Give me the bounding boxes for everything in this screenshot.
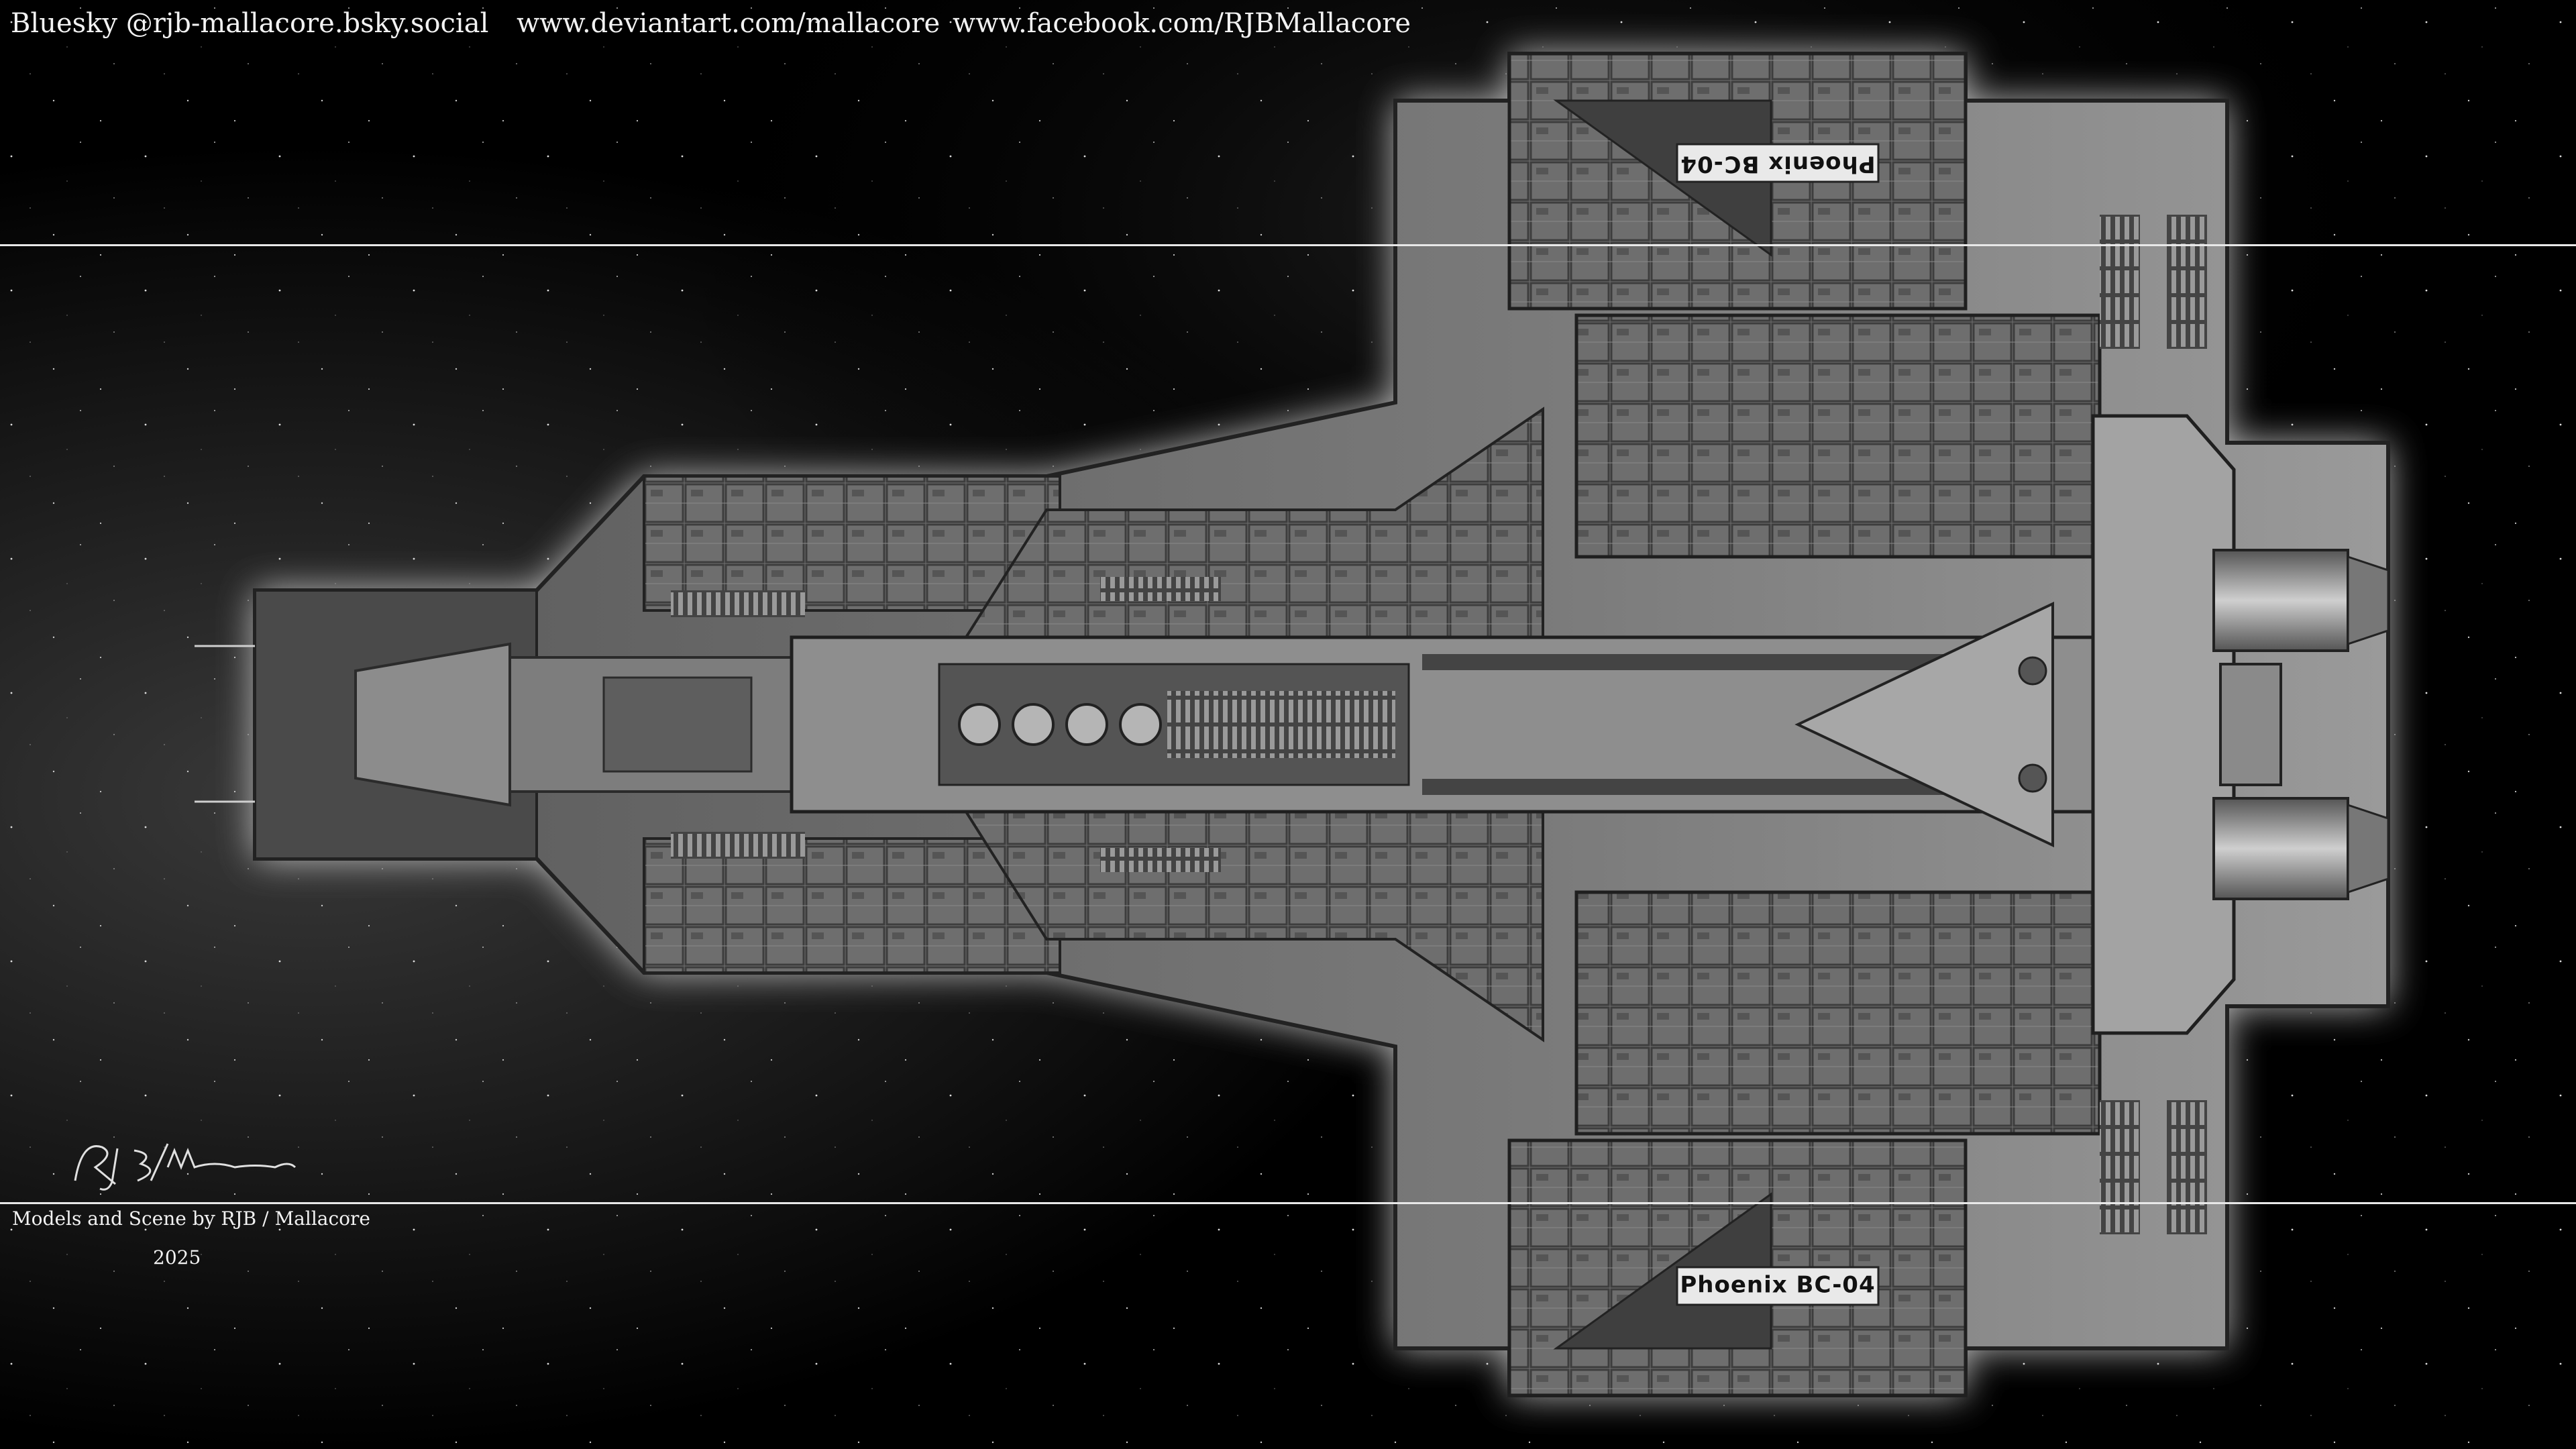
lower-ship-label: Phoenix BC-04 bbox=[1680, 1272, 1875, 1299]
forward-lower-flank bbox=[643, 837, 1061, 974]
artist-signature bbox=[74, 1143, 297, 1191]
bluesky-handle[interactable]: Bluesky @rjb-mallacore.bsky.social bbox=[11, 8, 489, 39]
aft-delta-plate bbox=[1794, 601, 2054, 848]
bow-wedge bbox=[354, 642, 511, 807]
mid-lower-grille bbox=[1100, 848, 1221, 872]
bow-bridge-inner bbox=[602, 676, 753, 773]
lower-label-plate bbox=[1676, 1266, 1880, 1306]
lower-hangar-block bbox=[1574, 890, 2102, 1136]
aft-sensor-lower bbox=[2018, 763, 2047, 793]
guide-line-top bbox=[0, 244, 2576, 246]
lower-rear-grille-1 bbox=[2100, 1100, 2140, 1234]
starship-phoenix: Phoenix BC-04 Phoenix BC-04 bbox=[253, 52, 2390, 1397]
deviantart-link[interactable]: www.deviantart.com/mallacore bbox=[517, 8, 941, 39]
forward-upper-grille bbox=[671, 590, 805, 617]
engine-center-block bbox=[2219, 663, 2282, 786]
upper-ship-label: Phoenix BC-04 bbox=[1680, 151, 1875, 178]
engine-lower bbox=[2212, 797, 2390, 900]
upper-label-plate bbox=[1676, 143, 1880, 183]
stern-block bbox=[2091, 414, 2236, 1035]
guide-line-bottom bbox=[0, 1202, 2576, 1204]
year-text: 2025 bbox=[153, 1246, 201, 1269]
upper-rear-grille-1 bbox=[2100, 215, 2140, 349]
upper-rear-grille-2 bbox=[2167, 215, 2207, 349]
spine-reactors bbox=[958, 703, 1162, 746]
credit-text: Models and Scene by RJB / Mallacore bbox=[12, 1208, 370, 1230]
engine-upper bbox=[2212, 549, 2390, 652]
facebook-link[interactable]: www.facebook.com/RJBMallacore bbox=[953, 8, 1411, 39]
mid-upper-grille bbox=[1100, 577, 1221, 601]
forward-upper-flank bbox=[643, 475, 1061, 612]
aft-sensor-upper bbox=[2018, 656, 2047, 686]
spine-panels bbox=[1167, 691, 1395, 758]
lower-rear-grille-2 bbox=[2167, 1100, 2207, 1234]
forward-lower-grille bbox=[671, 832, 805, 859]
upper-hangar-block bbox=[1574, 313, 2102, 559]
